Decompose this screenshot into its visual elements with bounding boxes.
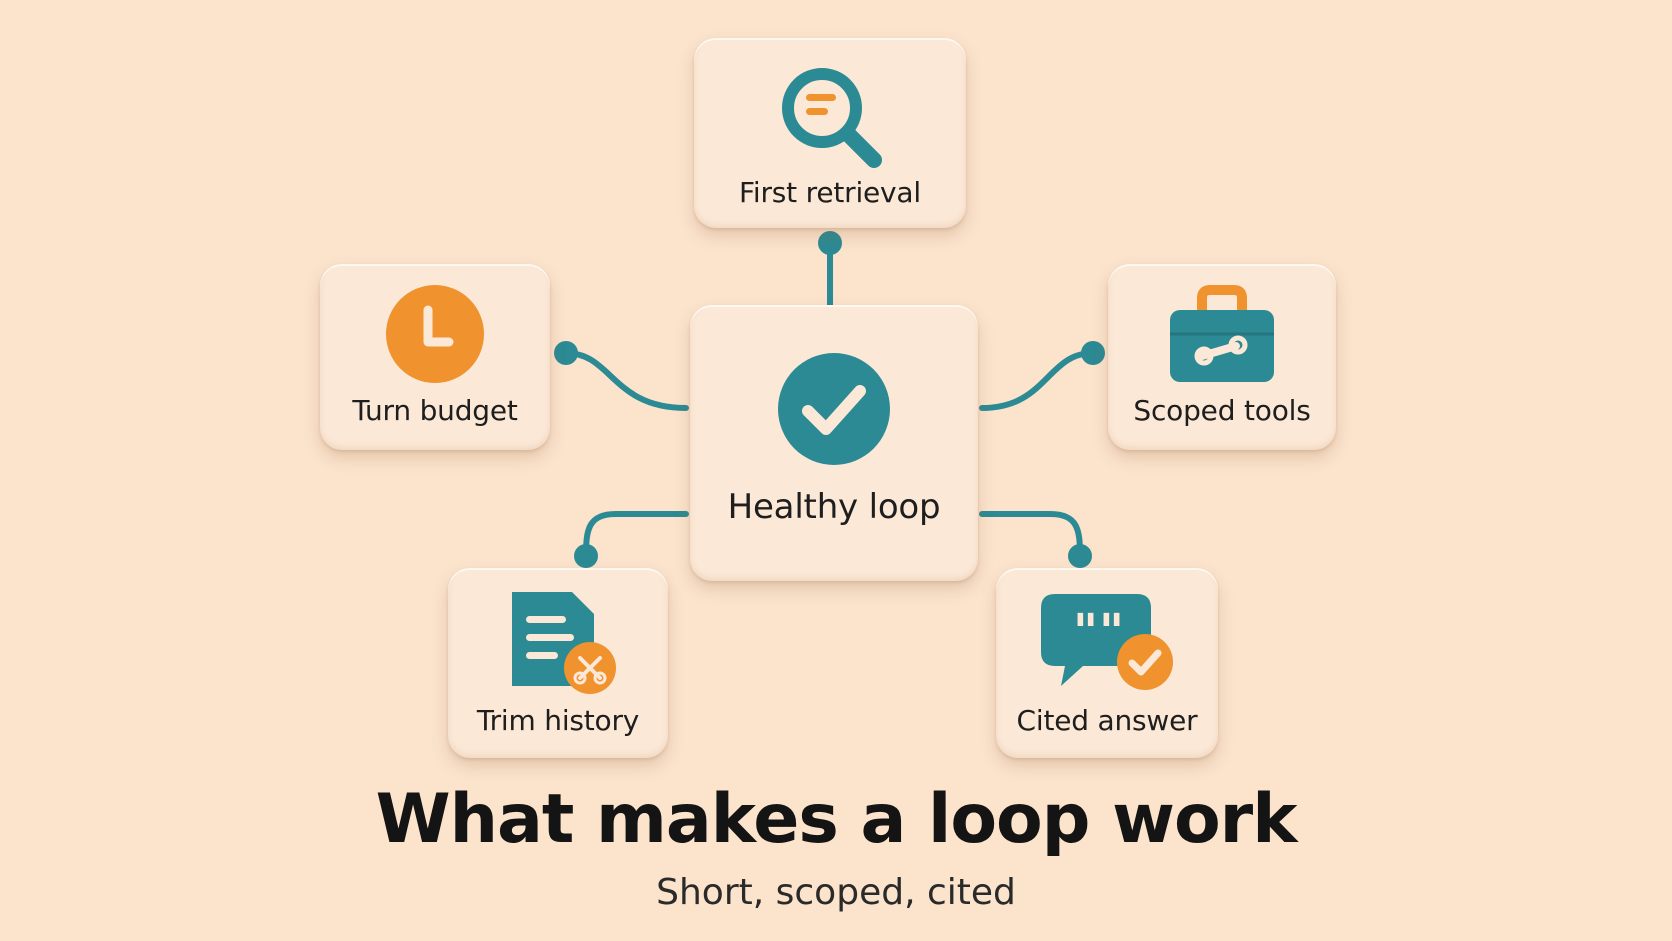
- svg-text:": ": [1073, 604, 1098, 660]
- node-turn-budget: Turn budget: [320, 264, 550, 450]
- connector-dot-trim-history: [574, 544, 598, 568]
- node-first-retrieval: First retrieval: [694, 38, 966, 228]
- node-label-scoped-tools: Scoped tools: [1133, 394, 1311, 427]
- connector-dot-cited-answer: [1068, 544, 1092, 568]
- toolbox-icon: [1170, 285, 1274, 382]
- node-scoped-tools: Scoped tools: [1108, 264, 1336, 450]
- node-label-first-retrieval: First retrieval: [739, 176, 921, 209]
- connector-turn-budget: [563, 350, 689, 411]
- connector-dot-turn-budget: [554, 341, 578, 365]
- quote-bubble-check-icon: " ": [1041, 594, 1173, 690]
- connector-trim-history: [583, 511, 689, 559]
- node-healthy-loop: Healthy loop: [690, 305, 978, 581]
- diagram-subtitle: Short, scoped, cited: [656, 872, 1016, 913]
- center-label: Healthy loop: [727, 487, 941, 527]
- connector-dot-scoped-tools: [1081, 341, 1105, 365]
- connector-scoped-tools: [979, 350, 1096, 411]
- connector-dot-first-retrieval: [818, 231, 842, 255]
- node-label-turn-budget: Turn budget: [352, 394, 518, 427]
- node-label-trim-history: Trim history: [476, 704, 640, 737]
- connector-cited-answer: [979, 511, 1083, 559]
- magnifier-icon: [782, 68, 882, 168]
- clock-icon: [386, 285, 484, 383]
- document-scissors-icon: [512, 592, 616, 694]
- node-cited-answer: " " Cited answer: [996, 568, 1218, 758]
- checkmark-circle-icon: [778, 353, 890, 465]
- node-label-cited-answer: Cited answer: [1016, 704, 1198, 737]
- diagram-title: What makes a loop work: [375, 780, 1298, 859]
- node-trim-history: Trim history: [448, 568, 668, 758]
